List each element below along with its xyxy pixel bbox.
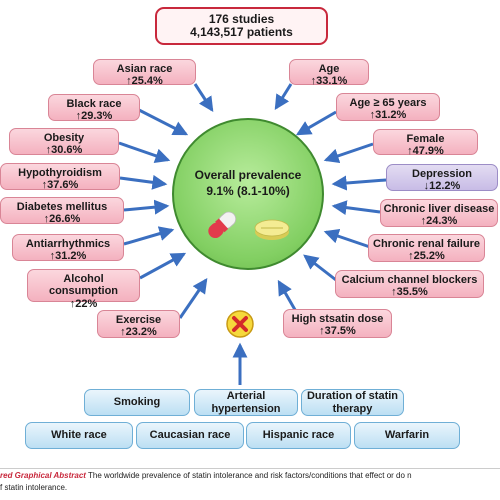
factor-hypothyroidism: Hypothyroidism ↑37.6% [0, 163, 120, 191]
caption-line1: The worldwide prevalence of statin intol… [88, 471, 412, 480]
no-effect-duration-statin-therapy: Duration of statin therapy [301, 389, 404, 416]
pill-capsule-icon [208, 211, 237, 239]
arrow-black-race [138, 108, 189, 136]
arrow-diabetes [123, 199, 170, 215]
summary-box: 176 studies 4,143,517 patients [155, 7, 328, 45]
factor-depression: Depression ↓12.2% [386, 164, 498, 192]
center-title: Overall prevalence [194, 168, 302, 182]
factor-chronic-liver-disease: Chronic liver disease ↑24.3% [380, 199, 498, 227]
factor-alcohol-consumption: Alcohol consumption ↑22% [27, 269, 140, 310]
no-effect-x-icon [226, 310, 254, 338]
factor-exercise: Exercise ↑23.2% [97, 310, 180, 338]
arrow-obesity [118, 141, 171, 163]
figure-caption: red Graphical Abstract The worldwide pre… [0, 468, 500, 494]
factor-asian-race: Asian race ↑25.4% [93, 59, 196, 87]
factor-age: Age ↑33.1% [289, 59, 369, 87]
arrow-renal [323, 228, 371, 249]
arrow-exercise [178, 278, 208, 319]
arrow-antiarrhythmics [123, 226, 175, 246]
no-effect-smoking: Smoking [84, 389, 190, 416]
studies-count: 176 studies [208, 12, 275, 26]
arrow-age-65 [295, 110, 337, 136]
factor-black-race: Black race ↑29.3% [48, 94, 140, 122]
factor-antiarrhythmics: Antiarrhythmics ↑31.2% [12, 234, 124, 262]
factor-age-65: Age ≥ 65 years ↑31.2% [336, 93, 440, 121]
factor-obesity: Obesity ↑30.6% [9, 128, 119, 156]
arrow-hypothyroidism [119, 174, 168, 190]
arrow-asian-race [193, 83, 214, 113]
arrow-depression [331, 175, 387, 191]
factor-high-statin-dose: High stsatin dose ↑37.5% [283, 309, 392, 338]
factor-chronic-renal-failure: Chronic renal failure ↑25.2% [368, 234, 485, 262]
arrow-calcium [303, 254, 337, 282]
caption-tag: red Graphical Abstract [0, 471, 86, 480]
no-effect-caucasian-race: Caucasian race [136, 422, 244, 449]
arrow-age [274, 83, 293, 111]
arrow-liver [331, 200, 381, 216]
tablet-icon [254, 219, 290, 240]
no-effect-hispanic-race: Hispanic race [246, 422, 351, 449]
overall-prevalence-circle: Overall prevalence 9.1% (8.1-10%) [172, 118, 324, 270]
arrow-alcohol [139, 252, 187, 280]
no-effect-white-race: White race [25, 422, 133, 449]
center-value: 9.1% (8.1-10%) [206, 184, 290, 198]
factor-female: Female ↑47.9% [373, 129, 478, 157]
patients-count: 4,143,517 patients [190, 25, 293, 40]
no-effect-arterial-hypertension: Arterial hypertension [194, 389, 298, 416]
factor-diabetes-mellitus: Diabetes mellitus ↑26.6% [0, 197, 124, 225]
arrow-female [323, 142, 374, 164]
no-effect-warfarin: Warfarin [354, 422, 460, 449]
factor-calcium-channel-blockers: Calcium channel blockers ↑35.5% [335, 270, 484, 298]
caption-line2: f statin intolerance. [0, 483, 68, 492]
